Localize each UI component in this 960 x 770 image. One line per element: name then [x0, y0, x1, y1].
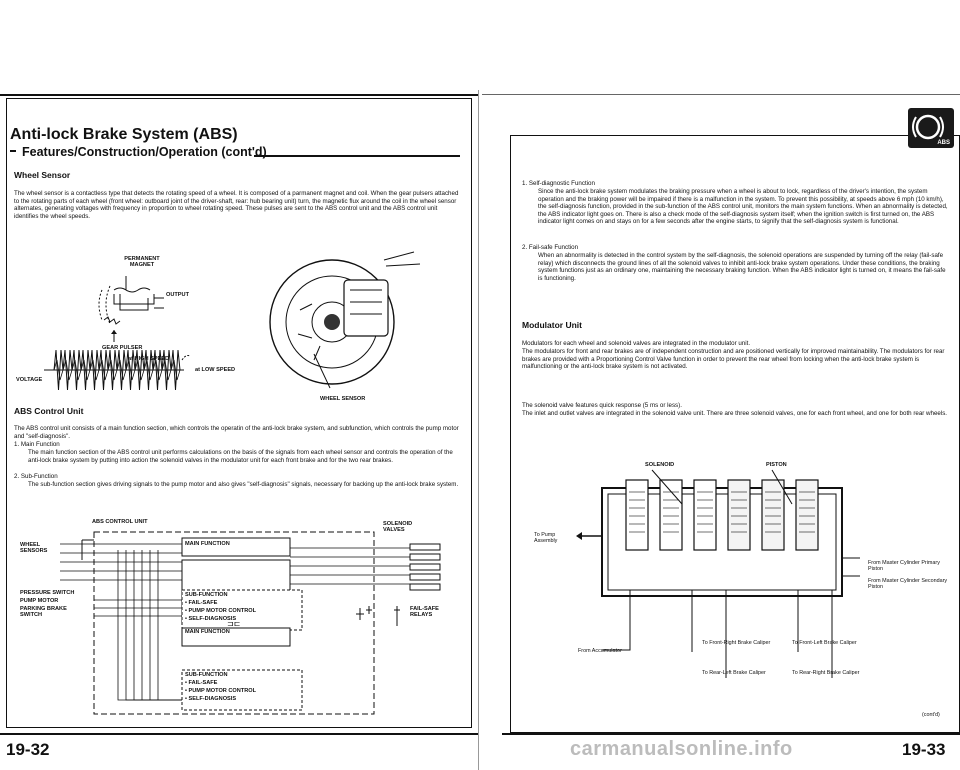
section-tick — [10, 150, 16, 152]
solenoid-valve — [625, 479, 649, 551]
control-unit-heading: ABS Control Unit — [14, 406, 84, 416]
control-unit-diagram: ⊐⊏ — [60, 531, 441, 715]
fail-safe-item: • FAIL-SAFE — [185, 600, 218, 606]
self-diagnosis-item: • SELF-DIAGNOSIS — [185, 616, 237, 622]
main-function-text: The main function section of the ABS con… — [28, 449, 453, 464]
bottom-rule — [0, 733, 478, 735]
brake-disc-illustration — [269, 251, 421, 389]
pump-motor-label: PUMP MOTOR — [20, 598, 59, 604]
watermark: carmanualsonline.info — [570, 738, 793, 760]
left-page: Anti-lock Brake System (ABS) Features/Co… — [0, 0, 478, 770]
main-function-title: 1. Main Function — [14, 441, 60, 448]
modulator-text-3: The solenoid valve features quick respon… — [522, 402, 682, 409]
signal-line — [60, 561, 410, 567]
to-rear-right-label: To Rear-Right Brake Caliper — [792, 670, 860, 676]
signal-line — [60, 579, 410, 585]
sub-function-title: 2. Sub-Function — [14, 473, 58, 480]
continued-label: (cont'd) — [922, 712, 940, 718]
voltage-label: VOLTAGE — [16, 377, 43, 383]
fail-safe-relays-label: FAIL-SAFE RELAYS — [410, 606, 439, 618]
gear-pulser-label: GEAR PULSER — [102, 345, 143, 351]
to-pump-assembly-label: To Pump Assembly — [534, 532, 558, 544]
pump-motor-control-item: • PUMP MOTOR CONTROL — [185, 608, 257, 614]
control-unit-intro: The ABS control unit consists of a main … — [14, 425, 459, 440]
pressure-switch-label: PRESSURE SWITCH — [20, 590, 75, 596]
gear-pulser-illustration — [103, 316, 121, 342]
bus-line — [149, 550, 182, 701]
voltage-waveform — [44, 349, 191, 391]
wheel-sensors-label: WHEEL SENSORS — [20, 542, 48, 554]
solenoid-valve — [693, 479, 717, 551]
solenoid-label: SOLENOID — [645, 462, 675, 468]
section-rule — [254, 155, 460, 157]
modulator-text-4: The inlet and outlet valves are integrat… — [522, 410, 948, 417]
wheel-sensor-heading: Wheel Sensor — [14, 170, 71, 180]
main-function-box-2-label: MAIN FUNCTION — [185, 629, 230, 635]
abs-badge-text: ABS — [937, 140, 950, 146]
right-page: ABS 1. Self-diagnostic Function Since th… — [482, 0, 960, 770]
wheel-sensor-label: WHEEL SENSOR — [320, 396, 366, 402]
piston-body — [727, 479, 751, 551]
self-diagnosis-item-2: • SELF-DIAGNOSIS — [185, 696, 237, 702]
bus-line — [141, 550, 182, 701]
fail-safe-text: When an abnormality is detected in the c… — [538, 252, 946, 282]
brake-warning-icon — [912, 114, 944, 140]
parking-brake-switch-label: PARKING BRAKE SWITCH — [20, 606, 67, 618]
from-master-secondary-label: From Master Cylinder Secondary Piston — [868, 578, 948, 590]
sub-function-text: The sub-function section gives driving s… — [28, 481, 459, 488]
wheel-sensor-diagram — [44, 251, 421, 391]
top-rule-right — [482, 94, 960, 95]
magnet-coil-illustration — [98, 276, 164, 325]
page-number-left: 19-32 — [6, 740, 50, 759]
piston-label: PISTON — [766, 462, 787, 468]
sub-function-box-2-label: SUB-FUNCTION — [185, 672, 228, 678]
gutter-line — [478, 90, 479, 770]
to-rear-left-label: To Rear-Left Brake Caliper — [702, 670, 766, 676]
signal-line — [60, 543, 410, 549]
to-front-left-label: To Front-Left Brake Caliper — [792, 640, 857, 646]
self-diag-text: Since the anti-lock brake system modulat… — [538, 188, 948, 226]
solenoid-valve — [659, 479, 683, 551]
section-title: Features/Construction/Operation (cont'd) — [22, 145, 267, 159]
modulator-diagram — [576, 469, 860, 678]
modulator-heading: Modulator Unit — [522, 320, 582, 330]
wheel-sensor-text: The wheel sensor is a contactless type t… — [14, 190, 459, 220]
piston-body — [761, 479, 785, 551]
from-accumulator-label: From Accumulator — [578, 648, 622, 654]
permanent-magnet-label: PERMANENT MAGNET — [124, 256, 160, 268]
bus-line — [157, 550, 182, 701]
pump-motor-control-item-2: • PUMP MOTOR CONTROL — [185, 688, 257, 694]
signal-line — [60, 570, 410, 576]
top-rule — [0, 94, 478, 96]
to-front-right-label: To Front-Right Brake Caliper — [702, 640, 771, 646]
piston-body — [795, 479, 819, 551]
page-frame — [6, 98, 472, 728]
solenoid-valves-label: SOLENOID VALVES — [383, 521, 413, 533]
main-function-box-label: MAIN FUNCTION — [185, 541, 230, 547]
from-master-primary-label: From Master Cylinder Primary Piston — [868, 560, 940, 572]
self-diag-title: 1. Self-diagnostic Function — [522, 180, 595, 187]
bottom-rule-right — [502, 733, 960, 735]
fail-safe-title: 2. Fail-safe Function — [522, 244, 579, 251]
page-title: Anti-lock Brake System (ABS) — [10, 126, 238, 143]
fail-safe-item-2: • FAIL-SAFE — [185, 680, 218, 686]
signal-line — [60, 552, 410, 558]
abs-control-unit-label: ABS CONTROL UNIT — [92, 519, 148, 525]
page-number-right: 19-33 — [902, 740, 946, 759]
sub-function-box-label: SUB-FUNCTION — [185, 592, 228, 598]
output-label: OUTPUT — [166, 292, 189, 298]
svg-text:⊐⊏: ⊐⊏ — [227, 619, 240, 628]
low-speed-label: at LOW SPEED — [195, 367, 236, 373]
high-speed-label: at HIGH SPEED — [128, 356, 170, 362]
abs-badge: ABS — [908, 108, 954, 148]
modulator-text-1: Modulators for each wheel and solenoid v… — [522, 340, 751, 347]
modulator-text-2: The modulators for front and rear brakes… — [522, 348, 945, 371]
